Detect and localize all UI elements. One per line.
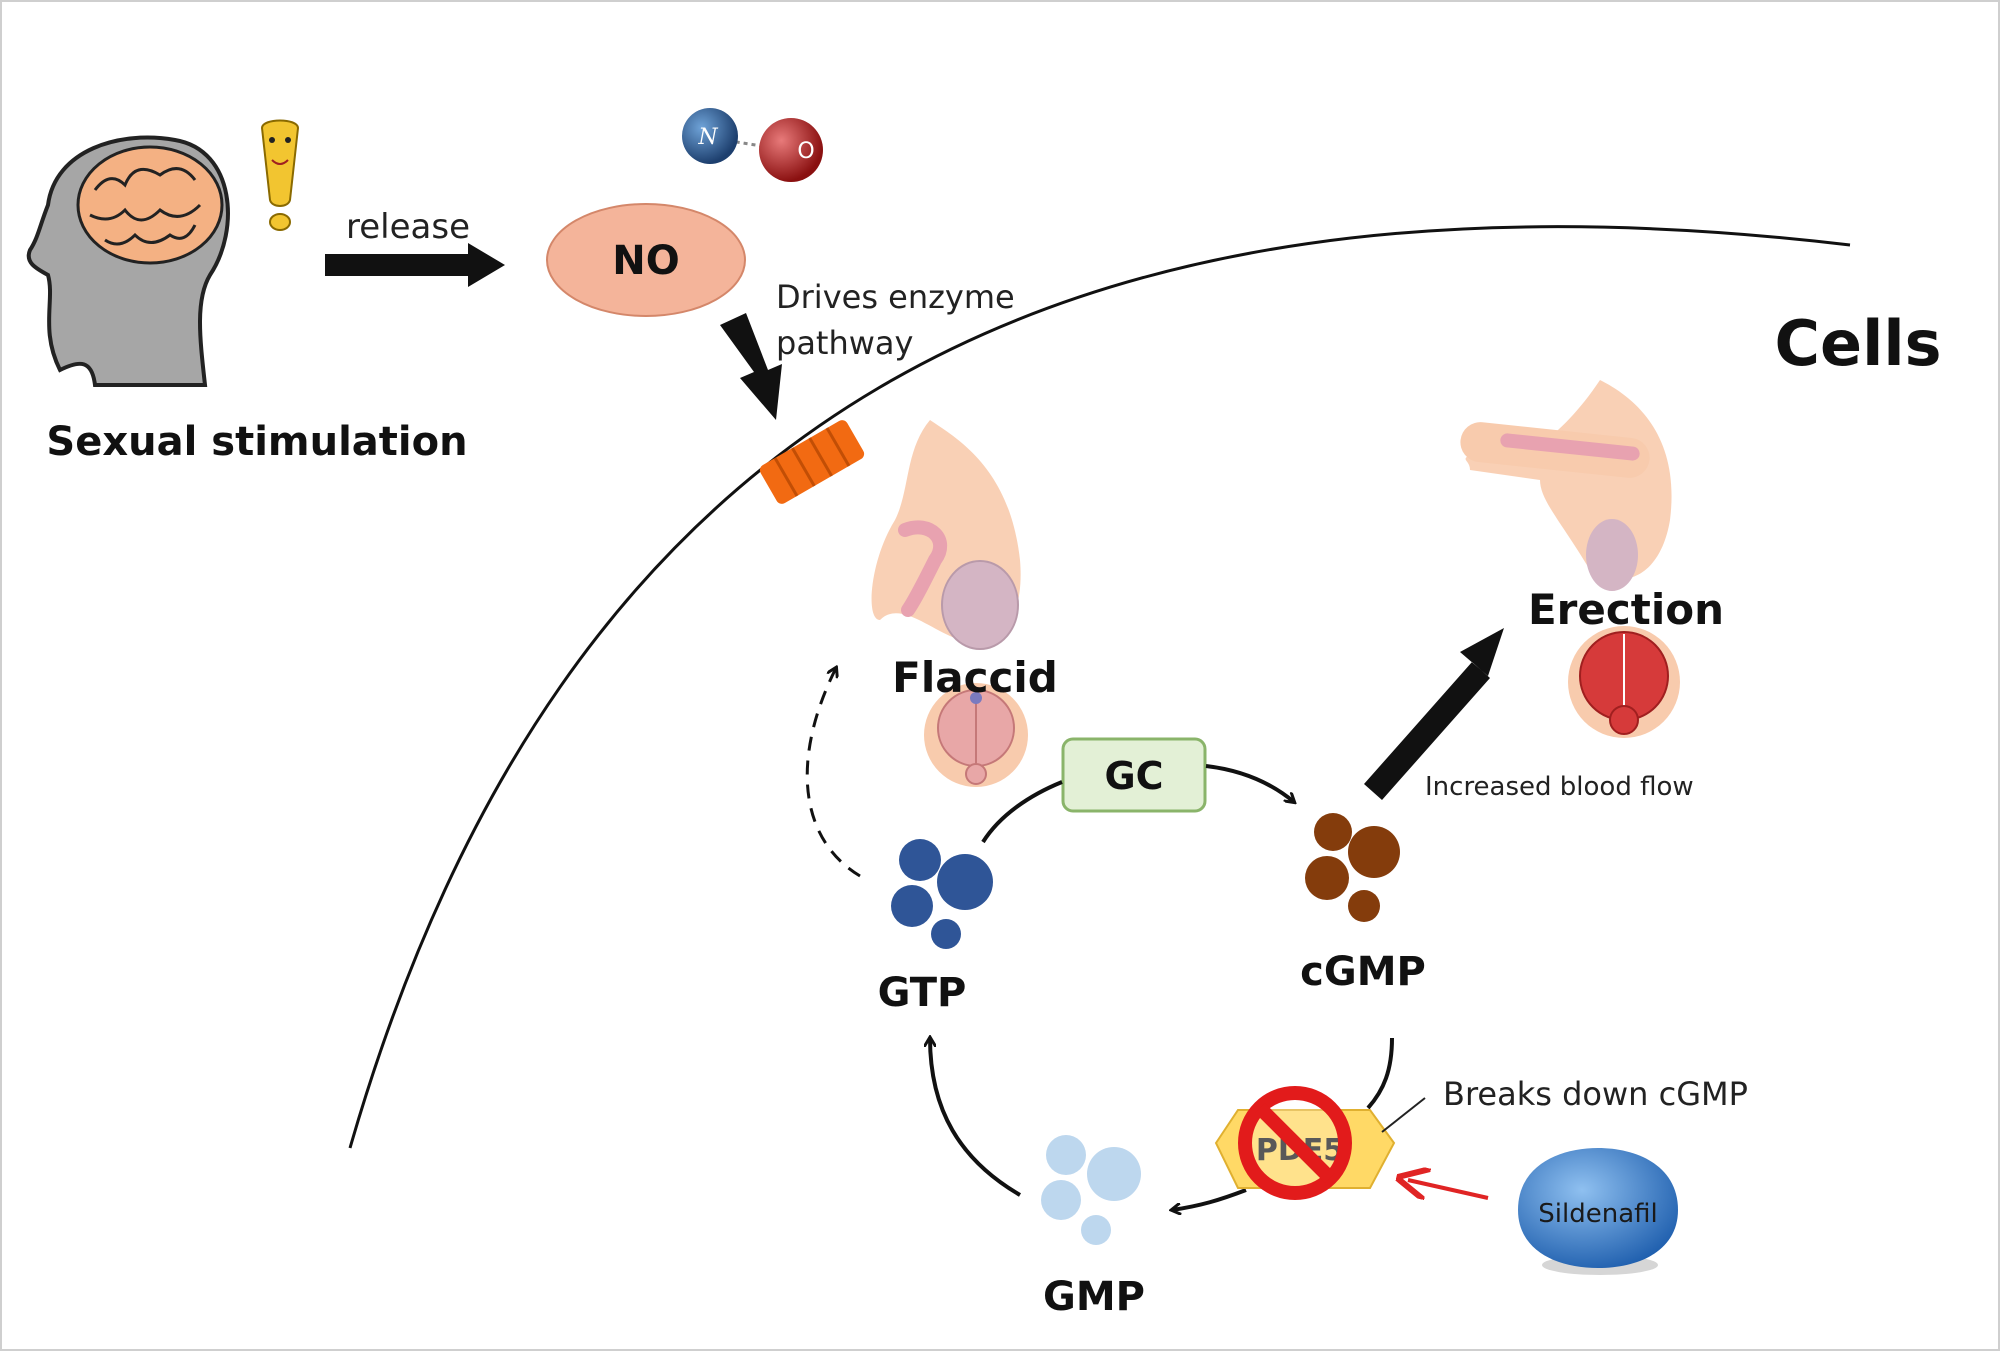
breaks-down-leader (1381, 1097, 1426, 1133)
pill-icon (1518, 1148, 1678, 1275)
no-ellipse (546, 203, 746, 317)
gmp-to-gtp-arc (930, 1038, 1022, 1197)
drives-enzyme-label: Drives enzyme (776, 278, 1015, 316)
cgmp-molecule-cluster (1305, 813, 1400, 922)
flaccid-label: Flaccid (892, 653, 1058, 702)
gtp-molecule-cluster (891, 839, 993, 949)
pathway-label: pathway (776, 324, 913, 362)
increased-blood-flow-label: Increased blood flow (1425, 772, 1694, 802)
erection-arrow (1364, 628, 1504, 800)
receptor-icon (759, 420, 865, 504)
cells-label: Cells (1775, 307, 1942, 380)
gmp-molecule-cluster (1041, 1135, 1141, 1245)
exclamation-figure-icon (260, 119, 300, 231)
cgmp-to-pde5-arc (1366, 1037, 1394, 1110)
breaks-down-label: Breaks down cGMP (1443, 1075, 1748, 1113)
molecule-o-label: O (797, 139, 814, 164)
gc-label: GC (1104, 754, 1163, 798)
gtp-label: GTP (878, 970, 967, 1016)
erect-anatomy-icon (1460, 380, 1680, 738)
head-with-brain-icon (26, 135, 230, 387)
erection-label: Erection (1528, 585, 1724, 634)
release-label: release (346, 207, 470, 247)
sildenafil-label: Sildenafil (1538, 1199, 1657, 1229)
nitric-oxide-molecule-icon: N O (682, 108, 823, 182)
cell-membrane (348, 225, 1851, 1149)
release-arrow (325, 243, 505, 287)
drives-arrow (720, 313, 782, 420)
flaccid-anatomy-icon (871, 420, 1028, 787)
gc-to-cgmp-arc (1205, 764, 1294, 802)
sexual-stimulation-label: Sexual stimulation (46, 419, 467, 465)
gc-box (1061, 737, 1207, 813)
pde5-to-gmp-arc (1172, 1188, 1247, 1210)
no-label: NO (612, 238, 679, 284)
molecule-n-label: N (697, 125, 718, 150)
sildenafil-inhibit-arrow (1408, 1180, 1489, 1198)
gtp-to-flaccid-dashed-arc (805, 668, 861, 878)
prohibition-icon (1238, 1086, 1352, 1200)
gmp-label: GMP (1043, 1274, 1145, 1320)
cgmp-label: cGMP (1300, 949, 1426, 995)
gtp-to-gc-arc (981, 780, 1063, 844)
